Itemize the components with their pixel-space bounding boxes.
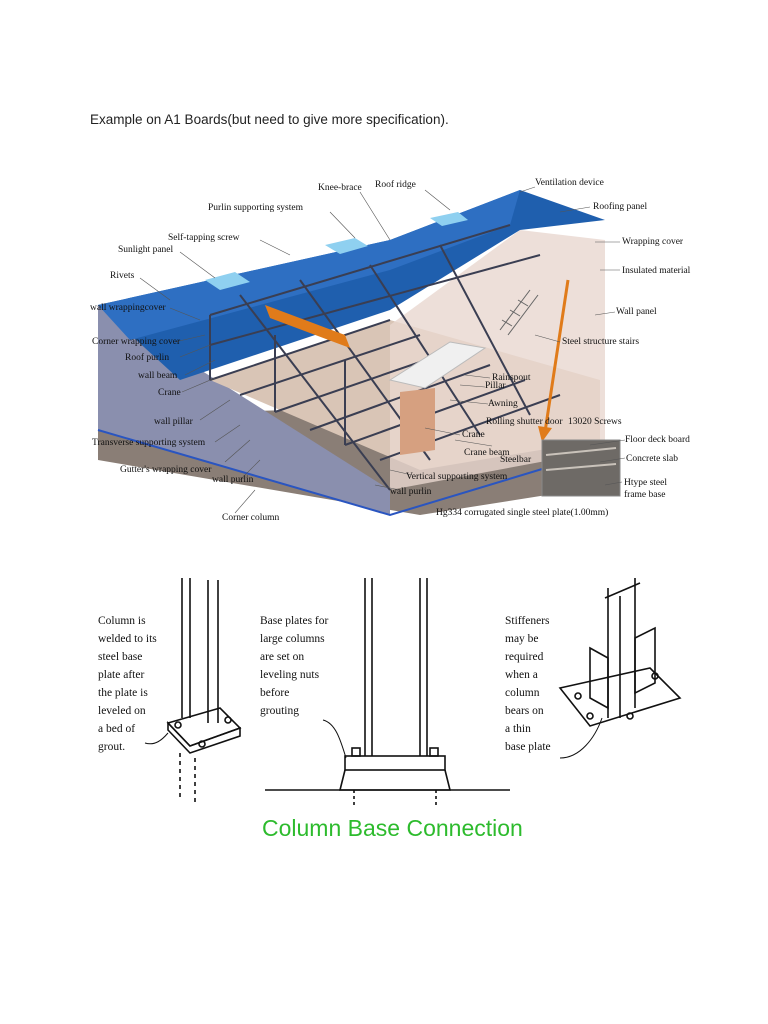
label-steelbar: Steelbar xyxy=(500,455,532,465)
svg-text:column: column xyxy=(505,687,540,699)
svg-text:the plate is: the plate is xyxy=(98,687,148,699)
label-awning: Awning xyxy=(488,399,518,409)
label-roof-ridge: Roof ridge xyxy=(375,179,416,190)
label-concrete-slab: Concrete slab xyxy=(626,454,678,464)
label-rolling-shutter-door: Rolling shutter door xyxy=(486,417,563,427)
svg-text:a thin: a thin xyxy=(505,723,531,735)
note-right: Stiffeners may be required when a column… xyxy=(505,615,551,753)
label-frame-base: frame base xyxy=(624,489,665,500)
figure-title: Column Base Connection xyxy=(262,815,523,841)
label-htype-steel: Htype steel xyxy=(624,478,667,488)
steel-building-diagram: Knee-brace Roof ridge Ventilation device… xyxy=(90,130,702,522)
column-base-sketches: Column is welded to its steel base plate… xyxy=(98,578,682,808)
middle-column-sketch xyxy=(265,578,510,808)
svg-text:plate after: plate after xyxy=(98,669,144,681)
arrow-head xyxy=(538,426,552,442)
svg-text:required: required xyxy=(505,651,544,663)
label-pillar: Pillar xyxy=(485,381,506,391)
note-left: Column is welded to its steel base plate… xyxy=(98,615,157,753)
label-corrugated-plate: Hg334 corrugated single steel plate(1.00… xyxy=(436,507,608,518)
awning xyxy=(388,341,487,389)
label-rivets: Rivets xyxy=(110,271,135,281)
svg-text:grouting: grouting xyxy=(260,705,299,717)
label-wrapping-cover: Wrapping cover xyxy=(622,237,684,247)
svg-text:before: before xyxy=(260,687,289,699)
base-gutter xyxy=(97,429,606,517)
label-screws: 13020 Screws xyxy=(568,417,622,427)
label-roofing-panel: Roofing panel xyxy=(593,201,647,212)
page-caption: Example on A1 Boards(but need to give mo… xyxy=(90,112,449,127)
left-column-sketch xyxy=(166,578,242,803)
svg-text:leveling nuts: leveling nuts xyxy=(260,669,320,681)
label-corner-wrapping-cover: Corner wrapping cover xyxy=(92,337,181,347)
roof-panel xyxy=(98,190,605,380)
label-floor-deck-board: Floor deck board xyxy=(625,435,690,445)
label-wall-panel: Wall panel xyxy=(616,307,657,317)
svg-text:steel base: steel base xyxy=(98,651,142,663)
sunlight-panel xyxy=(325,238,368,254)
label-purlin-supporting-system: Purlin supporting system xyxy=(208,203,304,213)
label-wall-purlin-left: wall purlin xyxy=(212,475,254,485)
svg-text:Stiffeners: Stiffeners xyxy=(505,615,550,627)
sunlight-panel xyxy=(205,272,250,290)
label-gutters-wrapping-cover: Gutter's wrapping cover xyxy=(120,465,212,475)
stairs xyxy=(499,289,539,336)
label-wall-purlin-bottom: wall purlin xyxy=(390,487,432,497)
right-column-sketch xyxy=(558,578,682,727)
svg-text:bears on: bears on xyxy=(505,705,544,717)
label-self-tapping-screw: Self-tapping screw xyxy=(168,232,240,243)
sunlight-panel xyxy=(430,212,468,226)
rolling-shutter-door xyxy=(400,388,435,455)
label-crane-beam: Crane beam xyxy=(464,448,510,458)
label-crane-center: Crane xyxy=(462,430,485,440)
label-roof-purlin: Roof purlin xyxy=(125,352,169,363)
label-transverse-supporting-system: Transverse supporting system xyxy=(92,438,206,448)
label-insulated-material: Insulated material xyxy=(622,266,691,276)
label-wall-pillar: wall pillar xyxy=(154,417,194,427)
svg-text:Column is: Column is xyxy=(98,615,146,627)
svg-text:grout.: grout. xyxy=(98,741,125,753)
label-corner-column: Corner column xyxy=(222,513,280,522)
label-wall-beam: wall beam xyxy=(138,371,178,381)
label-ventilation-device: Ventilation device xyxy=(535,178,604,188)
gable-wall xyxy=(390,230,605,490)
svg-text:a bed of: a bed of xyxy=(98,723,135,735)
svg-text:when a: when a xyxy=(505,669,538,681)
label-sunlight-panel: Sunlight panel xyxy=(118,245,174,255)
svg-text:large columns: large columns xyxy=(260,633,325,645)
svg-text:leveled on: leveled on xyxy=(98,705,146,717)
svg-text:may be: may be xyxy=(505,633,539,645)
svg-text:Base plates for: Base plates for xyxy=(260,615,329,627)
svg-text:are set on: are set on xyxy=(260,651,304,663)
label-rainspout: Rainspout xyxy=(492,373,531,383)
svg-text:welded to its: welded to its xyxy=(98,633,157,645)
svg-text:base plate: base plate xyxy=(505,741,551,753)
label-knee-brace: Knee-brace xyxy=(318,183,362,193)
note-middle: Base plates for large columns are set on… xyxy=(260,615,329,717)
crane-beam xyxy=(265,305,350,348)
label-crane-left: Crane xyxy=(158,388,181,398)
label-steel-structure-stairs: Steel structure stairs xyxy=(562,337,639,347)
roof-front-slope xyxy=(98,190,520,340)
leader-lines xyxy=(139,186,626,514)
label-wall-wrapping-cover: wall wrappingcover xyxy=(90,303,167,313)
label-vertical-supporting-system: Vertical supporting system xyxy=(406,472,508,482)
